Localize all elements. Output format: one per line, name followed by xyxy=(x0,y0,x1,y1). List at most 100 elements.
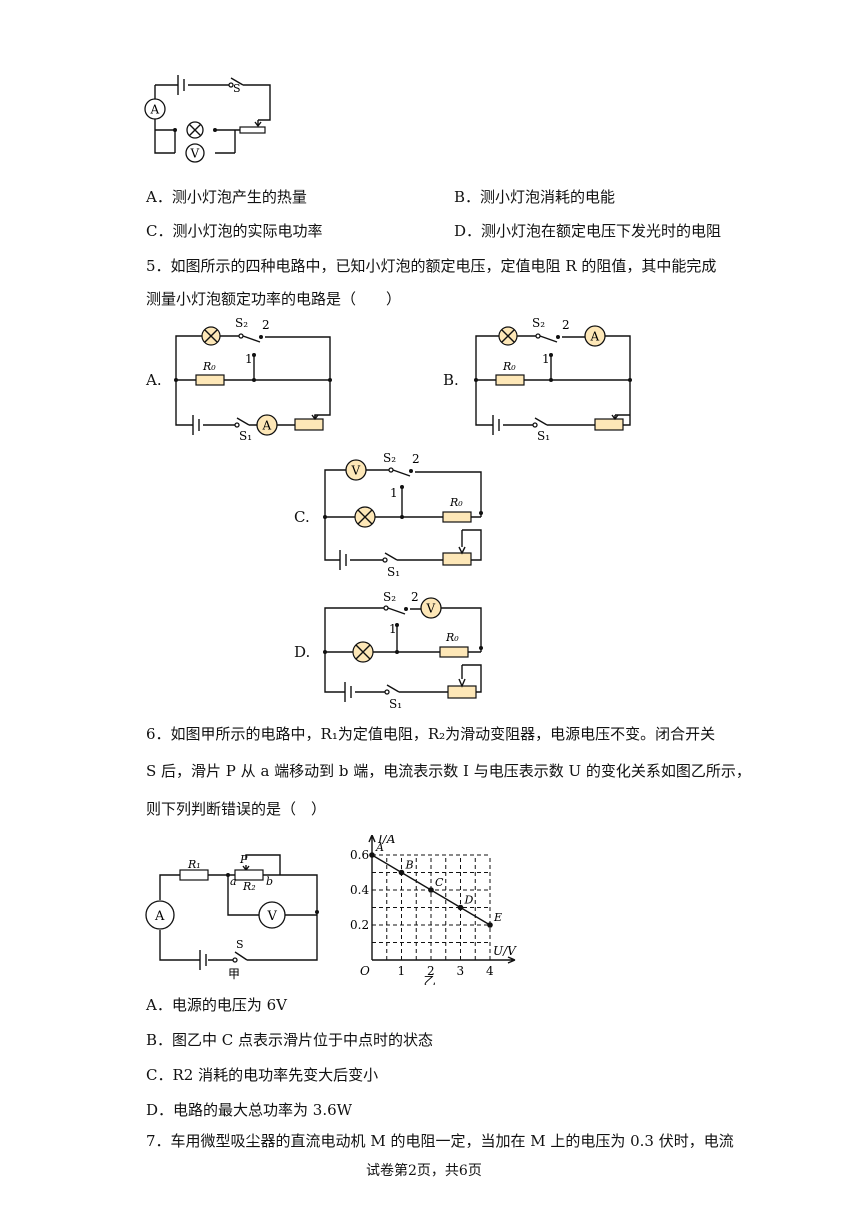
q6-option-b: B．图乙中 C 点表示滑片位于中点时的状态 xyxy=(146,1031,434,1049)
rheostat xyxy=(594,418,624,431)
point-label-a: A xyxy=(375,841,384,854)
q6-circuit-jia: R₁ P R₂ a b A V S 甲 xyxy=(145,853,319,980)
data-point-c xyxy=(428,887,434,893)
chart-y-axis-label: I/A xyxy=(377,835,396,846)
r0-label: R₀ xyxy=(502,360,516,373)
r0-resistor xyxy=(442,511,472,523)
pos2-label: 2 xyxy=(562,318,570,332)
point-label-c: C xyxy=(435,876,444,889)
q5-circuit-a: S₂ 2 1 R₀ S₁ A xyxy=(174,316,332,443)
q5-label-c: C. xyxy=(294,508,310,526)
ammeter xyxy=(145,900,175,930)
q4-option-c: C．测小灯泡的实际电功率 xyxy=(146,222,323,240)
voltmeter xyxy=(345,459,367,481)
s2-label: S₂ xyxy=(383,590,396,604)
voltmeter-label: V xyxy=(190,147,200,161)
q5-stem-line2: 测量小灯泡额定功率的电路是（ ） xyxy=(146,290,402,308)
data-point-d xyxy=(457,904,464,911)
switch-label: S xyxy=(233,82,241,95)
q6-chart-yi: A B C D E I/A U/V O 乙 1 2 3 4 0.2 0.4 0.6 xyxy=(350,835,517,985)
ammeter-label: A xyxy=(262,419,272,433)
chart-origin-label: O xyxy=(360,964,370,978)
voltmeter xyxy=(185,143,205,163)
rheostat xyxy=(239,126,266,134)
pos2-label: 2 xyxy=(412,452,420,466)
q5-circuit-b: S₂ 2 1 A R₀ S₁ xyxy=(474,316,632,443)
q6-option-d: D．电路的最大总功率为 3.6W xyxy=(146,1101,353,1119)
s1-label: S₁ xyxy=(239,429,252,443)
y-tick-label: 0.2 xyxy=(350,918,369,932)
page-footer: 试卷第2页，共6页 xyxy=(366,1163,482,1179)
pos1-label: 1 xyxy=(390,486,398,500)
x-tick-label: 4 xyxy=(486,964,494,978)
r0-label: R₀ xyxy=(202,360,216,373)
y-tick-label: 0.4 xyxy=(350,883,369,897)
s2-label: S₂ xyxy=(532,316,545,330)
r2-label: R₂ xyxy=(242,880,256,893)
x-tick-label: 1 xyxy=(398,964,406,978)
point-label-b: B xyxy=(405,859,414,872)
voltmeter xyxy=(420,597,442,619)
pos1-label: 1 xyxy=(542,352,550,366)
q6-stem-line1: 6．如图甲所示的电路中，R₁为定值电阻，R₂为滑动变阻器，电源电压不变。闭合开关 xyxy=(146,725,716,743)
ammeter-label: A xyxy=(154,909,165,924)
voltmeter-label: V xyxy=(351,464,361,478)
voltmeter-label: V xyxy=(267,909,278,924)
q5-circuit-d: S₂ 2 1 V R₀ S₁ xyxy=(323,590,483,711)
ammeter-label: A xyxy=(150,103,160,117)
r1-resistor xyxy=(179,869,209,881)
r0-resistor xyxy=(439,646,469,658)
r0-resistor xyxy=(495,374,525,386)
s2-label: S₂ xyxy=(235,316,248,330)
ammeter xyxy=(256,414,278,436)
q5-label-b: B. xyxy=(443,371,459,389)
r0-label: R₀ xyxy=(449,496,463,509)
q6-option-a: A．电源的电压为 6V xyxy=(146,996,287,1014)
q6-stem-line3: 则下列判断错误的是（ ） xyxy=(146,800,327,818)
chart-grid xyxy=(372,854,491,960)
data-point-a xyxy=(369,852,375,858)
r0-resistor xyxy=(195,374,225,386)
x-tick-label: 3 xyxy=(457,964,465,978)
slider-p-label: P xyxy=(239,853,248,866)
chart-caption: 乙 xyxy=(424,974,436,985)
switch-label: S xyxy=(236,938,244,951)
pos2-label: 2 xyxy=(262,318,270,332)
r0-label: R₀ xyxy=(445,631,459,644)
end-b-label: b xyxy=(266,875,273,888)
rheostat xyxy=(447,685,477,699)
r2-rheostat xyxy=(234,869,264,881)
s1-label: S₁ xyxy=(389,697,402,711)
end-a-label: a xyxy=(230,875,237,888)
data-point-b xyxy=(398,869,405,876)
q4-option-d: D．测小灯泡在额定电压下发光时的电阻 xyxy=(454,222,722,240)
ammeter xyxy=(144,98,166,120)
r1-label: R₁ xyxy=(187,858,201,871)
pos2-label: 2 xyxy=(411,590,419,604)
pos1-label: 1 xyxy=(245,352,253,366)
x-tick-label: 2 xyxy=(427,964,435,978)
point-label-d: D xyxy=(464,894,474,907)
switch-contact xyxy=(228,82,234,88)
q4-circuit-diagram: S A V xyxy=(144,75,271,163)
q5-circuit-c: V S₂ 2 1 R₀ S₁ xyxy=(323,451,483,579)
y-tick-label: 0.6 xyxy=(350,848,369,862)
x-axis xyxy=(372,956,516,964)
voltmeter-label: V xyxy=(426,602,436,616)
q4-option-b: B．测小灯泡消耗的电能 xyxy=(454,188,616,206)
q5-stem-line1: 5．如图所示的四种电路中，已知小灯泡的额定电压，定值电阻 R 的阻值，其中能完成 xyxy=(146,257,717,275)
data-point-e xyxy=(487,922,493,928)
q4-option-a: A．测小灯泡产生的热量 xyxy=(146,188,307,206)
ammeter-label: A xyxy=(590,330,600,344)
ammeter xyxy=(584,325,606,347)
pos1-label: 1 xyxy=(389,622,397,636)
s1-label: S₁ xyxy=(387,565,400,579)
point-label-e: E xyxy=(493,911,502,924)
voltmeter xyxy=(258,901,286,929)
figure-jia-caption: 甲 xyxy=(228,967,240,980)
s1-label: S₁ xyxy=(537,429,550,443)
chart-x-axis-label: U/V xyxy=(493,944,517,958)
q6-option-c: C．R2 消耗的电功率先变大后变小 xyxy=(146,1066,379,1084)
q5-label-d: D. xyxy=(294,643,311,661)
rheostat xyxy=(294,418,324,431)
